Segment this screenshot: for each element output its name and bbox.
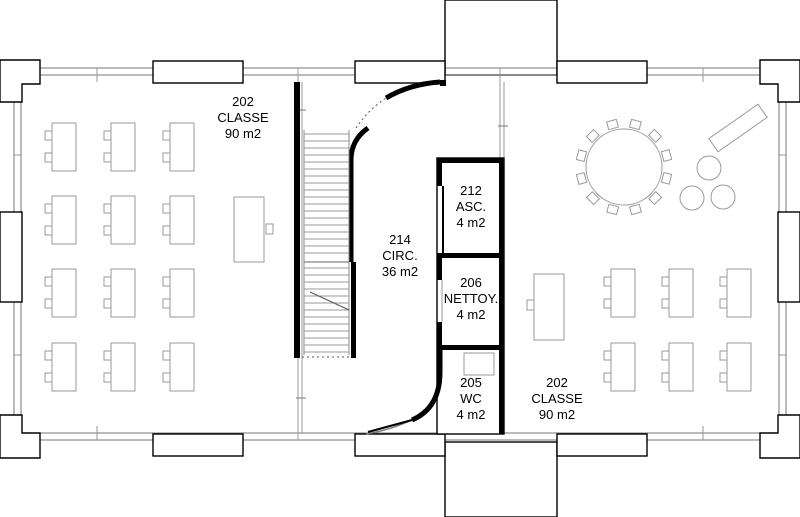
student-desk (719, 342, 752, 392)
room-202-right-name: CLASSE (531, 391, 583, 406)
room-202-right-area: 90 m2 (539, 407, 575, 422)
service-core (436, 157, 505, 435)
room-202-right-number: 202 (546, 375, 568, 390)
student-desk (603, 342, 636, 392)
student-desk (44, 342, 77, 392)
right-classroom-furniture (603, 268, 752, 392)
curved-wall-bottom (365, 350, 443, 435)
top-bridge (444, 0, 558, 76)
chair (606, 118, 620, 131)
chair (628, 203, 642, 216)
corner-columns (0, 59, 800, 459)
room-202-left-name: CLASSE (217, 110, 269, 125)
room-214-number: 214 (389, 232, 411, 247)
student-desk (44, 268, 77, 318)
chair (606, 203, 620, 216)
chair (585, 128, 600, 144)
room-212-area: 4 m2 (457, 215, 486, 230)
room-214-name: CIRC. (382, 248, 417, 263)
student-desk (44, 195, 77, 245)
chair (648, 190, 663, 206)
room-206-number: 206 (460, 275, 482, 290)
student-desk (603, 268, 636, 318)
teacher-chair-left (265, 223, 274, 235)
student-desk (719, 268, 752, 318)
room-205-area: 4 m2 (457, 407, 486, 422)
room-202-left-number: 202 (232, 94, 254, 109)
room-205-name: WC (460, 391, 482, 406)
chair (647, 128, 663, 143)
chair (575, 171, 588, 185)
student-desk (162, 122, 195, 172)
bench (708, 103, 768, 153)
bottom-bridge (444, 441, 558, 517)
student-desk (103, 195, 136, 245)
chair (585, 191, 601, 206)
student-desk (661, 268, 694, 318)
curved-wall-top (384, 79, 446, 101)
chair (575, 149, 588, 163)
student-desk (661, 342, 694, 392)
room-206-name: NETTOY. (444, 291, 498, 306)
student-desk (162, 268, 195, 318)
round-table (575, 118, 673, 216)
student-desk (103, 122, 136, 172)
student-desk (44, 122, 77, 172)
facade-wall-segments (0, 60, 800, 457)
teacher-chair-right (526, 299, 535, 311)
left-classroom-furniture (44, 122, 195, 392)
chair (628, 118, 642, 131)
room-206-area: 4 m2 (457, 307, 486, 322)
chair (660, 149, 673, 163)
staircase (294, 82, 387, 358)
room-202-left-area: 90 m2 (225, 126, 261, 141)
student-desk (103, 268, 136, 318)
small-round-tables (679, 155, 736, 211)
teacher-desk-left (233, 196, 265, 263)
room-214-area: 36 m2 (382, 264, 418, 279)
student-desk (162, 342, 195, 392)
chair (660, 171, 673, 185)
student-desk (103, 342, 136, 392)
room-205-number: 205 (460, 375, 482, 390)
student-desk (162, 195, 195, 245)
room-212-number: 212 (460, 183, 482, 198)
room-212-name: ASC. (456, 199, 486, 214)
teacher-desk-right (533, 273, 565, 341)
